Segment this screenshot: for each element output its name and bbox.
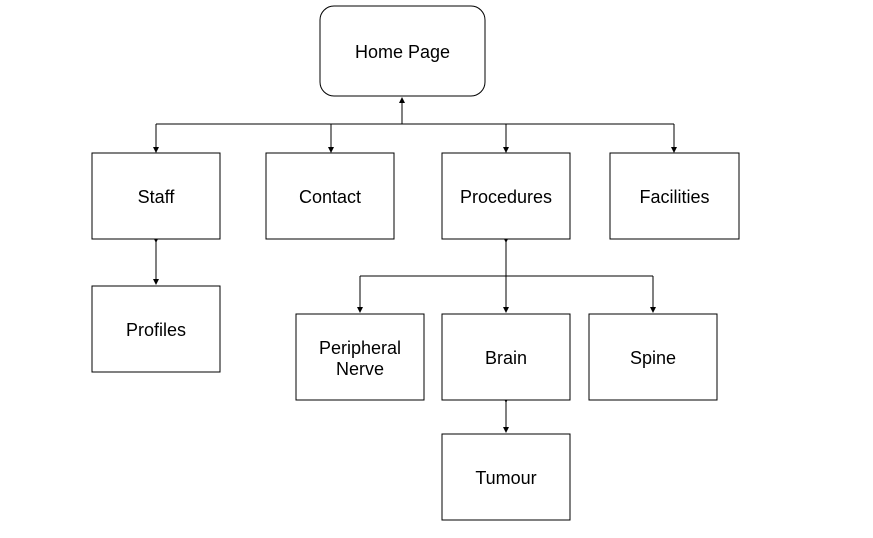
node-home-box [319, 5, 486, 97]
node-home-label: Home Page [355, 42, 450, 62]
node-spine-label: Spine [630, 348, 676, 368]
node-procedures[interactable]: Procedures [441, 152, 571, 240]
connectors [153, 97, 677, 433]
node-tumour-box [441, 433, 571, 521]
node-staff-box [91, 152, 221, 240]
node-home[interactable]: Home Page [319, 5, 486, 97]
node-staff[interactable]: Staff [91, 152, 221, 240]
node-facilities-box [609, 152, 740, 240]
node-facilities[interactable]: Facilities [609, 152, 740, 240]
node-profiles-label: Profiles [126, 320, 186, 340]
node-tumour-label: Tumour [475, 468, 536, 488]
node-profiles-box [91, 285, 221, 373]
node-spine-box [588, 313, 718, 401]
node-contact-label: Contact [299, 187, 361, 207]
node-profiles[interactable]: Profiles [91, 285, 221, 373]
node-procedures-box [441, 152, 571, 240]
node-staff-label: Staff [138, 187, 176, 207]
node-peripheral-nerve[interactable]: Peripheral Nerve [295, 313, 425, 401]
node-peripheral-nerve-box [295, 313, 425, 401]
node-peripheral-nerve-label-line1: Peripheral [319, 338, 401, 358]
node-contact-box [265, 152, 395, 240]
node-procedures-label: Procedures [460, 187, 552, 207]
node-contact[interactable]: Contact [265, 152, 395, 240]
node-brain-box [441, 313, 571, 401]
node-brain-label: Brain [485, 348, 527, 368]
node-spine[interactable]: Spine [588, 313, 718, 401]
node-tumour[interactable]: Tumour [441, 433, 571, 521]
node-brain[interactable]: Brain [441, 313, 571, 401]
node-facilities-label: Facilities [639, 187, 709, 207]
node-peripheral-nerve-label-line2: Nerve [336, 359, 384, 379]
